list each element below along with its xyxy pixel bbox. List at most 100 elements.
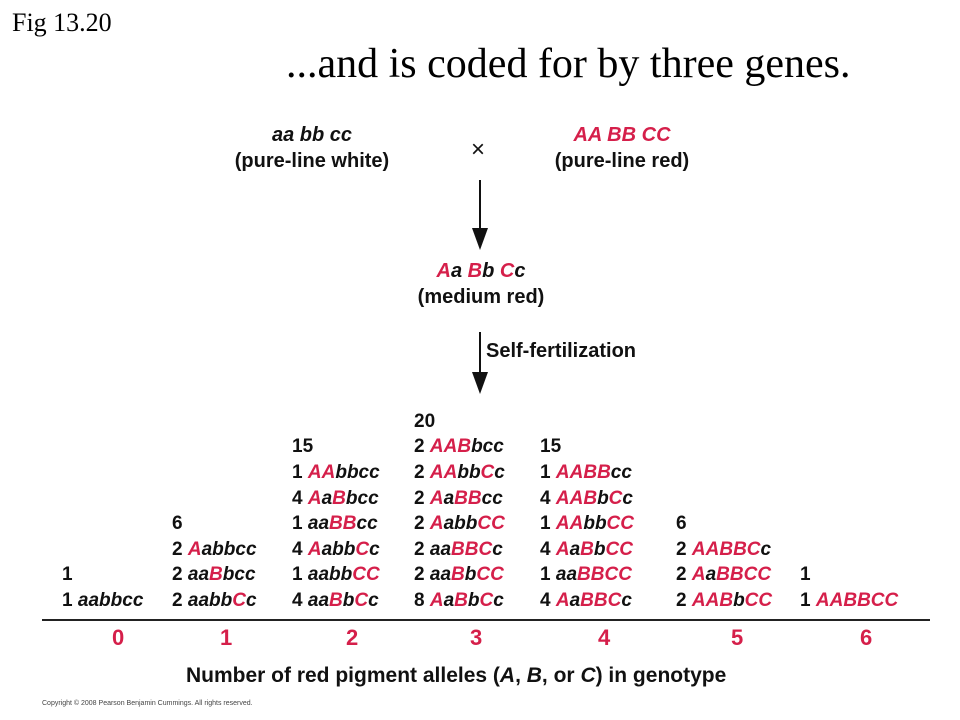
genotype-count: 1	[540, 461, 556, 483]
slide-title: ...and is coded for by three genes.	[286, 41, 851, 87]
genotype: AaBbCc	[429, 589, 504, 611]
parent-red: AA BB CC (pure-line red)	[522, 122, 722, 174]
genotype-row: 2 AaBBcc	[414, 486, 505, 512]
genotype-row: 2 AABbcc	[414, 434, 505, 460]
genotype-count: 4	[540, 538, 556, 560]
genotype: AaBbcc	[307, 487, 379, 509]
genotype-row: 8 AaBbCc	[414, 588, 505, 614]
genotype: aabbCc	[187, 589, 257, 611]
allele-count-3: 3	[470, 625, 483, 650]
genotype-column-0: 1 1 aabbcc	[62, 562, 143, 613]
genotype-count: 2	[676, 538, 692, 560]
genotype: AABbcc	[429, 436, 504, 458]
genotype-count: 2	[172, 538, 188, 560]
genotype: aabbCC	[307, 564, 380, 586]
genotype-row: 2 AABBCc	[676, 537, 772, 563]
genotype-count: 2	[172, 564, 188, 586]
genotype-row: 2 aaBbcc	[172, 562, 257, 588]
genotype-count: 4	[292, 538, 308, 560]
axis-line	[42, 619, 930, 621]
genotype: aaBbCC	[429, 564, 504, 586]
column-total: 15	[292, 436, 314, 458]
genotype-row: 2 AaBBCC	[676, 562, 772, 588]
genotype-count: 4	[292, 487, 308, 509]
genotype-count: 4	[540, 589, 556, 611]
genotype-count: 2	[414, 564, 430, 586]
genotype-count: 2	[676, 589, 692, 611]
genotype: AaBBCc	[555, 589, 632, 611]
genotype: aaBBCc	[429, 538, 503, 560]
genotype: aaBBCC	[555, 564, 632, 586]
genotype-row: 2 AAbbCc	[414, 460, 505, 486]
column-total: 20	[414, 410, 436, 432]
allele-count-0: 0	[112, 625, 125, 650]
genotype: AaBBcc	[429, 487, 503, 509]
genotype-row: 4 AabbCc	[292, 537, 380, 563]
genotype: AAbbcc	[307, 461, 380, 483]
self-fertilization-label: Self-fertilization	[486, 340, 637, 362]
genotype-count: 1	[800, 589, 816, 611]
genotype: AAbbCC	[555, 513, 635, 535]
genotype: AABBCc	[691, 538, 772, 560]
genotype-count: 2	[414, 436, 430, 458]
genotype-count: 2	[172, 589, 188, 611]
genotype-count: 2	[414, 461, 430, 483]
genotype-count: 4	[292, 589, 308, 611]
cross-arrow-head	[472, 228, 488, 250]
genotype-row: 1 aaBBcc	[292, 511, 380, 537]
genotype: AABBCC	[815, 589, 899, 611]
genotype: AABbCc	[555, 487, 633, 509]
parent-white: aa bb cc (pure-line white)	[212, 122, 412, 174]
genotype: aabbcc	[77, 589, 144, 611]
genotype-row: 2 Aabbcc	[172, 537, 257, 563]
genotype: AABbCC	[691, 589, 773, 611]
genotype-row: 2 AABbCC	[676, 588, 772, 614]
column-total: 6	[676, 513, 687, 535]
genotype-count: 8	[414, 589, 430, 611]
genotype-count: 4	[540, 487, 556, 509]
genotype-count: 2	[414, 538, 430, 560]
column-total: 1	[800, 564, 811, 586]
genotype-count: 1	[540, 513, 556, 535]
cross-arrow-shaft	[479, 180, 481, 230]
f1-genotype: Aa Bb Cc	[436, 260, 526, 282]
genotype: AaBbCC	[555, 538, 633, 560]
self-arrow-head	[472, 372, 488, 394]
genotype: AaBBCC	[691, 564, 772, 586]
genotype-row: 4 AABbCc	[540, 486, 634, 512]
allele-count-1: 1	[220, 625, 233, 650]
genotype-count: 2	[414, 513, 430, 535]
parent-white-label: (pure-line white)	[234, 150, 390, 172]
allele-count-2: 2	[346, 625, 359, 650]
parent-red-label: (pure-line red)	[554, 150, 690, 172]
genotype-count: 1	[62, 589, 78, 611]
genotype-row: 2 aaBBCc	[414, 537, 505, 563]
genotype-row: 1 AABBcc	[540, 460, 634, 486]
parent-red-genotype: AA BB CC	[573, 124, 671, 146]
f1-offspring: Aa Bb Cc (medium red)	[381, 258, 581, 310]
allele-count-6: 6	[860, 625, 873, 650]
allele-count-5: 5	[731, 625, 744, 650]
genotype: AAbbCc	[429, 461, 505, 483]
cross-symbol: ×	[471, 136, 486, 163]
genotype-row: 1 AABBCC	[800, 588, 898, 614]
allele-count-4: 4	[598, 625, 611, 650]
genotype-row: 2 aaBbCC	[414, 562, 505, 588]
genotype-row: 2 aabbCc	[172, 588, 257, 614]
column-total: 6	[172, 513, 183, 535]
genotype-count: 2	[414, 487, 430, 509]
copyright: Copyright © 2008 Pearson Benjamin Cummin…	[42, 700, 253, 707]
column-total: 1	[62, 564, 73, 586]
genotype-row: 1 aaBBCC	[540, 562, 634, 588]
genotype: AabbCC	[429, 513, 505, 535]
genotype: aaBbcc	[187, 564, 256, 586]
genotype: aaBbCc	[307, 589, 379, 611]
genotype-row: 4 AaBbcc	[292, 486, 380, 512]
column-total: 15	[540, 436, 562, 458]
genotype-row: 4 AaBBCc	[540, 588, 634, 614]
